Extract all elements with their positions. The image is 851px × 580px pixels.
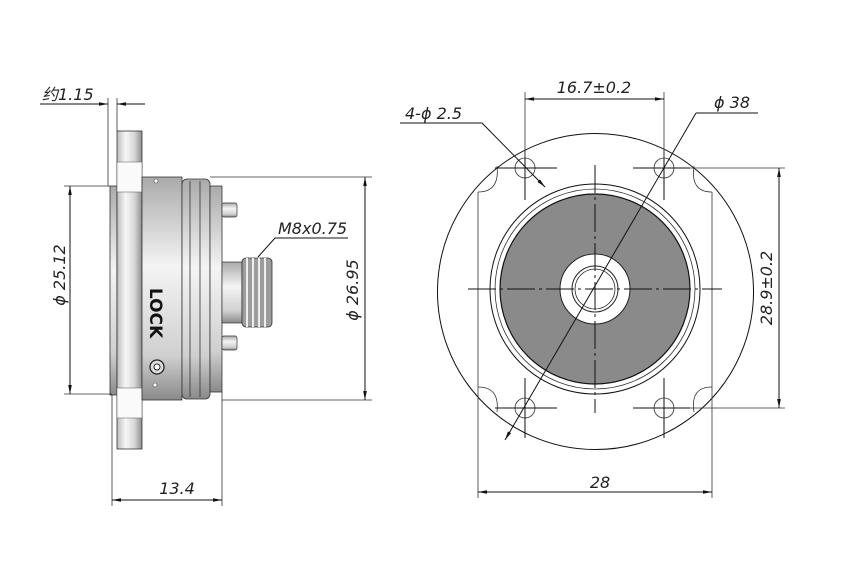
dim-flange-thickness: 约1.15 bbox=[40, 85, 145, 186]
svg-text:约1.15: 约1.15 bbox=[42, 85, 94, 104]
svg-text:ϕ 26.95: ϕ 26.95 bbox=[343, 259, 362, 320]
dim-outer-diameter: ϕ 38 bbox=[504, 93, 758, 441]
dim-holes: 4-ϕ 2.5 bbox=[400, 104, 546, 188]
pin bbox=[221, 202, 238, 218]
svg-text:28.9±0.2: 28.9±0.2 bbox=[757, 251, 776, 325]
lock-screw-icon bbox=[149, 359, 165, 375]
outer-flange-outline bbox=[437, 167, 754, 450]
front-view: 16.7±0.2 ϕ 38 4-ϕ 2.5 28.9±0.2 28 bbox=[400, 78, 785, 498]
threaded-connector bbox=[241, 257, 273, 328]
center-lines bbox=[468, 165, 722, 413]
svg-text:13.4: 13.4 bbox=[159, 479, 195, 498]
rear-disc bbox=[209, 185, 223, 393]
svg-text:M8x0.75: M8x0.75 bbox=[278, 219, 347, 238]
svg-text:ϕ 25.12: ϕ 25.12 bbox=[50, 244, 69, 305]
svg-text:28: 28 bbox=[590, 473, 610, 492]
svg-text:ϕ 38: ϕ 38 bbox=[714, 93, 750, 112]
lock-marking: LOCK bbox=[145, 288, 165, 339]
dim-hole-spacing-v: 28.9±0.2 bbox=[690, 167, 785, 409]
pin bbox=[221, 335, 238, 351]
connector-base bbox=[221, 261, 243, 324]
side-view: LOCK 约1.15 ϕ 25.12 ϕ 26.95 bbox=[40, 85, 372, 506]
dim-thread: M8x0.75 bbox=[257, 219, 348, 258]
dim-length: 13.4 bbox=[111, 392, 223, 506]
dim-body-diameter: ϕ 26.95 bbox=[210, 176, 372, 401]
dim-flange-width: 28 bbox=[477, 387, 713, 498]
dim-rear-diameter: ϕ 25.12 bbox=[50, 185, 112, 395]
svg-text:4-ϕ 2.5: 4-ϕ 2.5 bbox=[405, 104, 462, 123]
dim-hole-spacing-h: 16.7±0.2 bbox=[524, 78, 665, 158]
svg-text:16.7±0.2: 16.7±0.2 bbox=[557, 78, 631, 97]
locking-ring bbox=[181, 178, 211, 400]
rear-plate bbox=[109, 185, 118, 396]
